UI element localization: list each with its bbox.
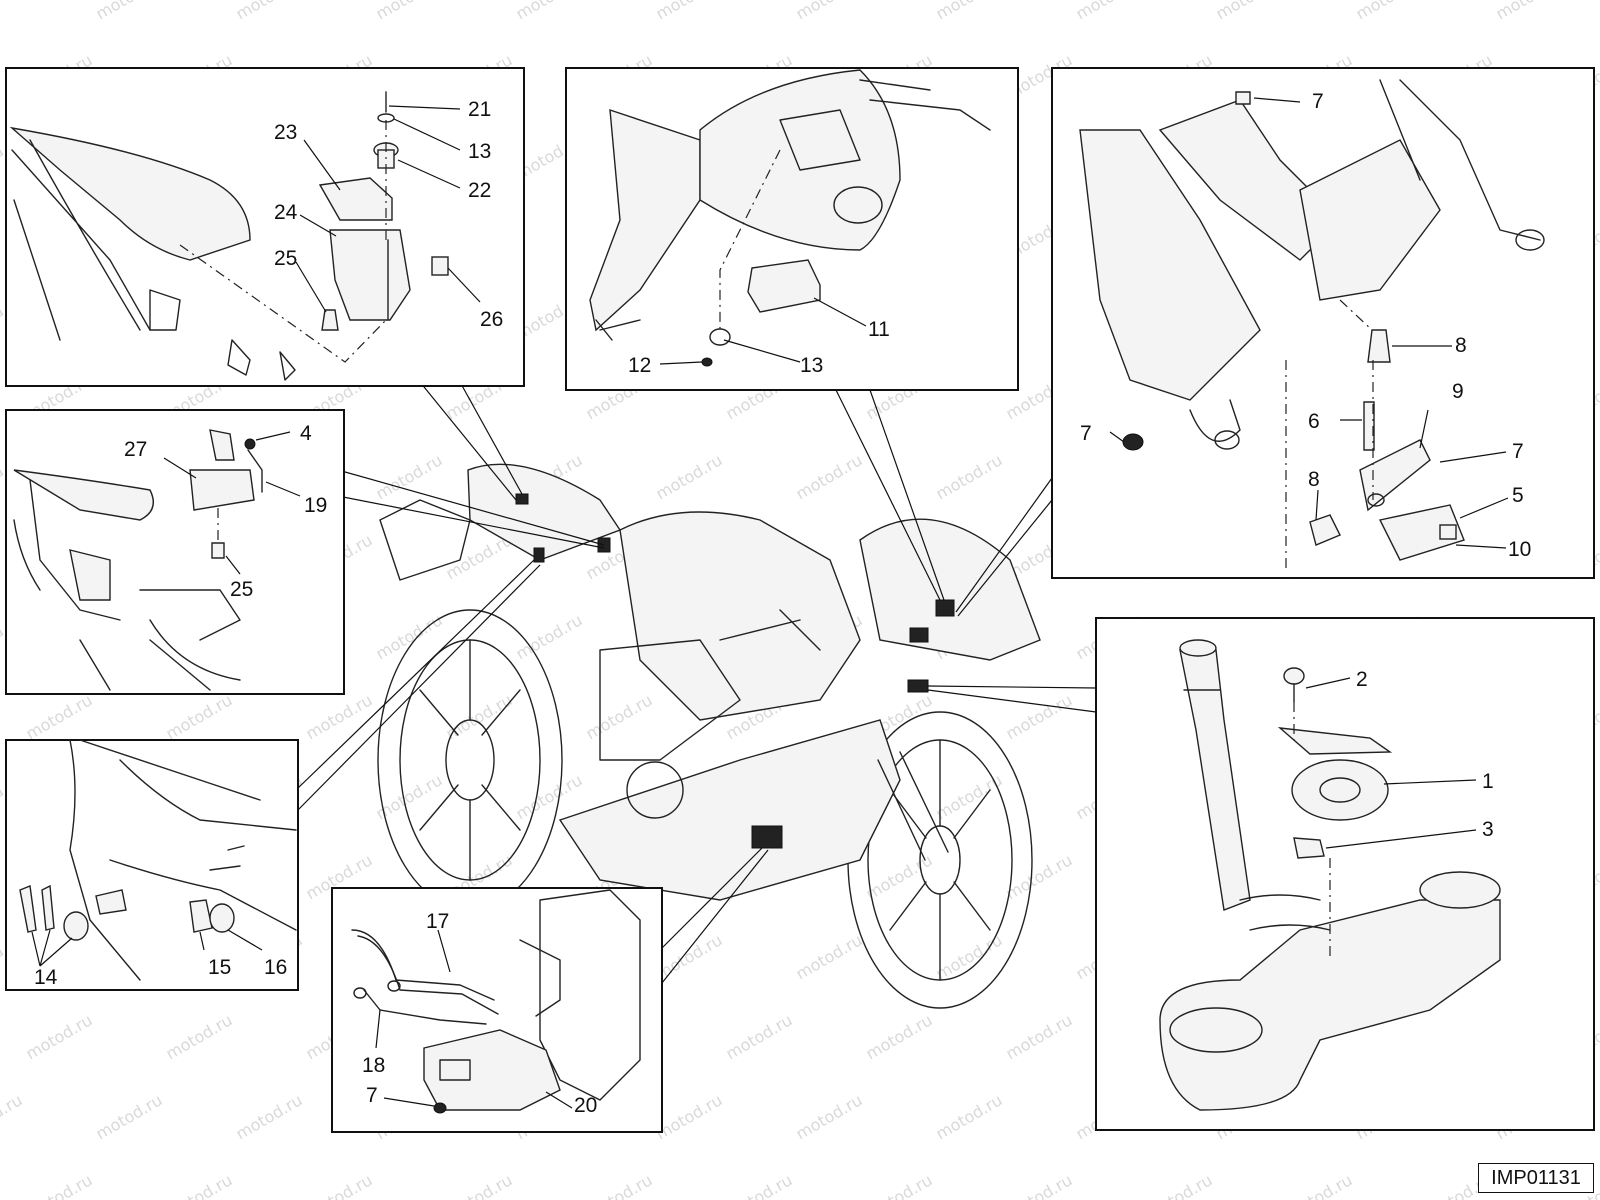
callout-13: 13: [468, 140, 491, 163]
watermark-text: motod.ru: [723, 1010, 796, 1063]
watermark-text: motod.ru: [443, 1170, 516, 1200]
callout-5: 5: [1512, 484, 1524, 507]
callout-7: 7: [366, 1084, 378, 1107]
callout-22: 22: [468, 179, 491, 202]
watermark-text: motod.ru: [373, 770, 446, 823]
callout-7: 7: [1080, 422, 1092, 445]
callout-12: 12: [628, 354, 651, 377]
watermark-text: motod.ru: [933, 770, 1006, 823]
callout-26: 26: [480, 308, 503, 331]
callout-20: 20: [574, 1094, 597, 1117]
callout-19: 19: [304, 494, 327, 517]
callout-16: 16: [264, 956, 287, 979]
watermark-text: motod.ru: [1283, 1170, 1356, 1200]
watermark-text: motod.ru: [793, 930, 866, 983]
callout-6: 6: [1308, 410, 1320, 433]
watermark-text: motod.ru: [93, 0, 166, 23]
watermark-text: motod.ru: [1073, 0, 1146, 23]
pointer-lines: [295, 381, 1097, 999]
watermark-text: motod.ru: [23, 690, 96, 743]
watermark-text: motod.ru: [513, 0, 586, 23]
callout-13: 13: [800, 354, 823, 377]
watermark-text: motod.ru: [583, 1170, 656, 1200]
callout-25: 25: [274, 247, 297, 270]
watermark-text: motod.ru: [373, 450, 446, 503]
watermark-text: motod.ru: [793, 450, 866, 503]
watermark-text: motod.ru: [1493, 0, 1566, 23]
watermark-text: motod.ru: [653, 1090, 726, 1143]
panel-bottom-center: 17 18 7 20: [331, 887, 663, 1133]
watermark-text: motod.ru: [933, 450, 1006, 503]
diagram-code-label: IMP01131: [1478, 1163, 1594, 1193]
watermark-text: motod.ru: [163, 690, 236, 743]
motorcycle-illustration: [377, 463, 1041, 1009]
watermark-text: motod.ru: [793, 0, 866, 23]
watermark-text: motod.ru: [1003, 1010, 1076, 1063]
watermark-text: motod.ru: [583, 690, 656, 743]
panel-right: 2 1 3: [1095, 617, 1595, 1131]
panel-mid-left: 4 27 19 25: [5, 409, 345, 695]
callout-18: 18: [362, 1054, 385, 1077]
watermark-text: motod.ru: [303, 1170, 376, 1200]
watermark-text: motod.ru: [1003, 1170, 1076, 1200]
callout-7: 7: [1512, 440, 1524, 463]
watermark-text: motod.ru: [793, 1090, 866, 1143]
watermark-text: motod.ru: [1003, 850, 1076, 903]
watermark-text: motod.ru: [0, 1090, 26, 1143]
callout-2: 2: [1356, 668, 1368, 691]
callout-15: 15: [208, 956, 231, 979]
watermark-text: motod.ru: [1003, 690, 1076, 743]
watermark-text: motod.ru: [653, 0, 726, 23]
watermark-text: motod.ru: [23, 1170, 96, 1200]
watermark-text: motod.ru: [233, 1090, 306, 1143]
watermark-text: motod.ru: [1213, 0, 1286, 23]
callout-4: 4: [300, 422, 312, 445]
callout-24: 24: [274, 201, 298, 224]
watermark-text: motod.ru: [863, 1010, 936, 1063]
panel-top-right: 7 8 7 6 9 7 8 5 10: [1051, 67, 1595, 579]
callout-25: 25: [230, 578, 253, 601]
callout-8: 8: [1455, 334, 1467, 357]
watermark-text: motod.ru: [1143, 1170, 1216, 1200]
callout-1: 1: [1482, 770, 1494, 793]
watermark-text: motod.ru: [933, 1090, 1006, 1143]
watermark-text: motod.ru: [863, 1170, 936, 1200]
callout-21: 21: [468, 98, 491, 121]
watermark-text: motod.ru: [93, 1090, 166, 1143]
callout-9: 9: [1452, 380, 1464, 403]
callout-7: 7: [1312, 90, 1324, 113]
callout-3: 3: [1482, 818, 1494, 841]
panel-top-left: 21 13 22 23 24 25 26: [5, 67, 525, 387]
callout-11: 11: [868, 318, 890, 341]
watermark-text: motod.ru: [163, 1010, 236, 1063]
callout-27: 27: [124, 438, 147, 461]
panel-lower-left: 14 15 16: [5, 739, 299, 991]
callout-10: 10: [1508, 538, 1531, 561]
watermark-text: motod.ru: [0, 0, 26, 23]
watermark-text: motod.ru: [443, 690, 516, 743]
watermark-text: motod.ru: [303, 690, 376, 743]
watermark-text: motod.ru: [233, 0, 306, 23]
watermark-text: motod.ru: [933, 0, 1006, 23]
watermark-text: motod.ru: [653, 450, 726, 503]
callout-17: 17: [426, 910, 449, 933]
callout-14: 14: [34, 966, 58, 989]
watermark-text: motod.ru: [163, 1170, 236, 1200]
watermark-text: motod.ru: [1353, 0, 1426, 23]
watermark-text: motod.ru: [373, 0, 446, 23]
watermark-text: motod.ru: [653, 930, 726, 983]
watermark-text: motod.ru: [23, 1010, 96, 1063]
watermark-text: motod.ru: [723, 1170, 796, 1200]
callout-23: 23: [274, 121, 297, 144]
callout-8: 8: [1308, 468, 1320, 491]
panel-top-center: 11 12 13: [565, 67, 1019, 391]
